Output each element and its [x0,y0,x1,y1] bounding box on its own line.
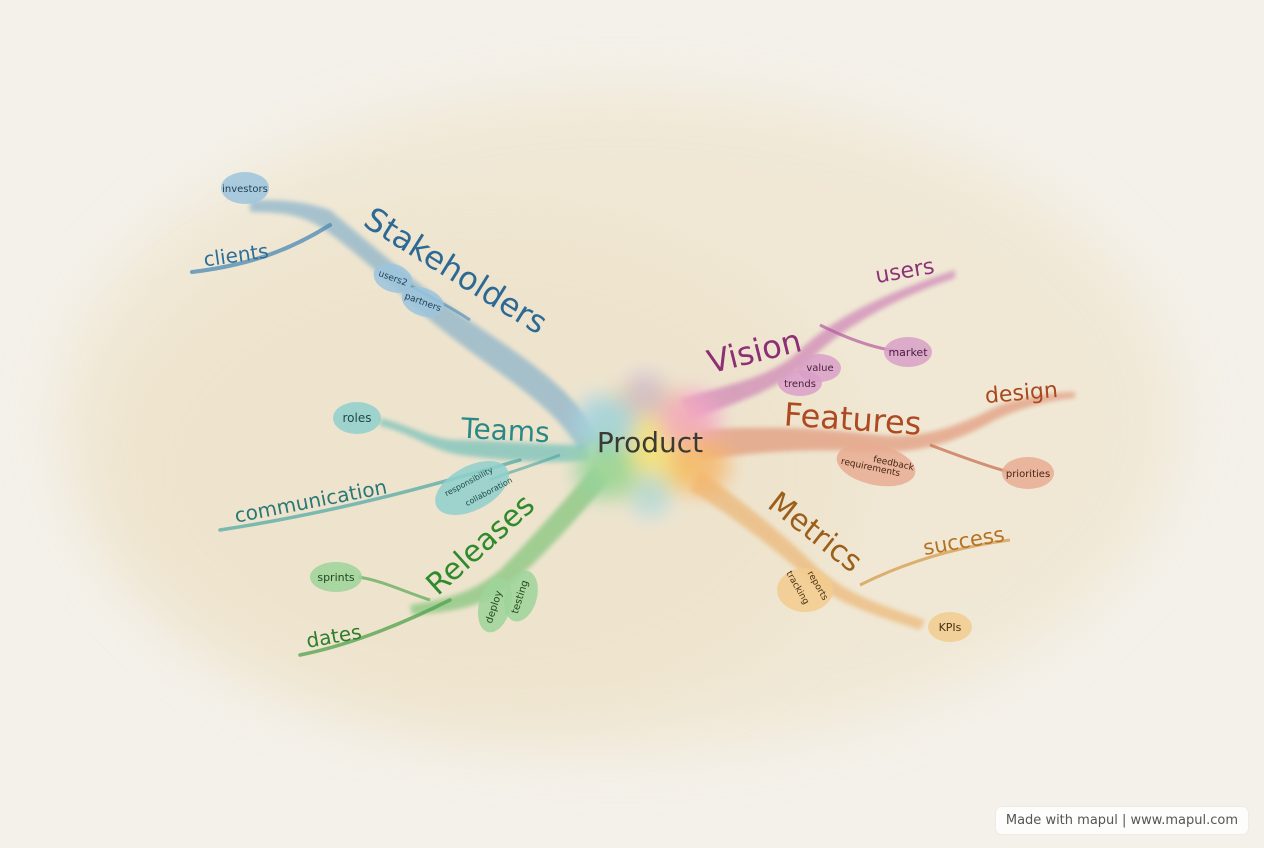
leaf-users2 [373,263,413,293]
center-node: Product [575,373,730,517]
leaf-deploy [477,577,513,633]
branch-teams-trunk [380,418,590,463]
leaf-label-communication: communication [232,475,388,528]
leaf-feedback [836,443,916,487]
leaf-roles [333,402,381,434]
branch-stakeholders-trunk [250,200,600,450]
leaf-market [884,337,932,367]
leaf-label-design: design [984,378,1059,409]
branch-metrics-trunk [690,470,925,630]
leaf-label-investors: investors [222,184,268,195]
leaf-tracking-reports [777,568,833,612]
stakeholders-twig-clients [190,223,332,274]
leaf-sprints [310,562,362,592]
center-label: Product [597,426,703,459]
leaf-kpis [928,612,972,642]
releases-twig-sprints [357,575,431,602]
leaf-partners [401,286,445,318]
leaf-priorities [1002,457,1054,489]
credit-badge[interactable]: Made with mapul | www.mapul.com [995,807,1248,834]
branch-stakeholders: investors clients users2 partners Stakeh… [190,172,600,450]
leaf-label-kpis: KPIs [939,621,962,634]
leaf-testing [504,570,538,622]
leaf-label-sprints: sprints [317,571,355,584]
branch-metrics: success KPIs tracking reports Metrics [690,470,1011,642]
branch-features-trunk [700,392,1075,460]
branch-vision-trunk [680,270,955,420]
leaf-label-trends: trends [784,379,816,390]
leaf-label-value: value [806,363,833,374]
center-cloud [575,373,730,517]
leaf-label-success: success [921,522,1006,560]
leaf-responsibility [435,460,509,516]
leaf-label-roles: roles [343,411,372,425]
features-twig-priorities [929,443,1011,474]
metrics-twig-success [859,538,1011,587]
branch-label-teams: Teams [459,412,550,450]
leaf-label-market: market [888,346,928,359]
leaf-label-dates: dates [304,619,363,652]
leaf-investors [221,172,269,204]
releases-twig-dates [298,598,452,657]
branch-vision: market users value trends Vision [680,254,955,420]
branch-features: priorities design feedback requirements … [700,378,1075,489]
leaf-label-clients: clients [202,239,270,272]
branch-teams: roles communication responsibility colla… [218,402,590,532]
leaf-trends [778,370,822,396]
leaf-label-priorities: priorities [1006,469,1050,480]
